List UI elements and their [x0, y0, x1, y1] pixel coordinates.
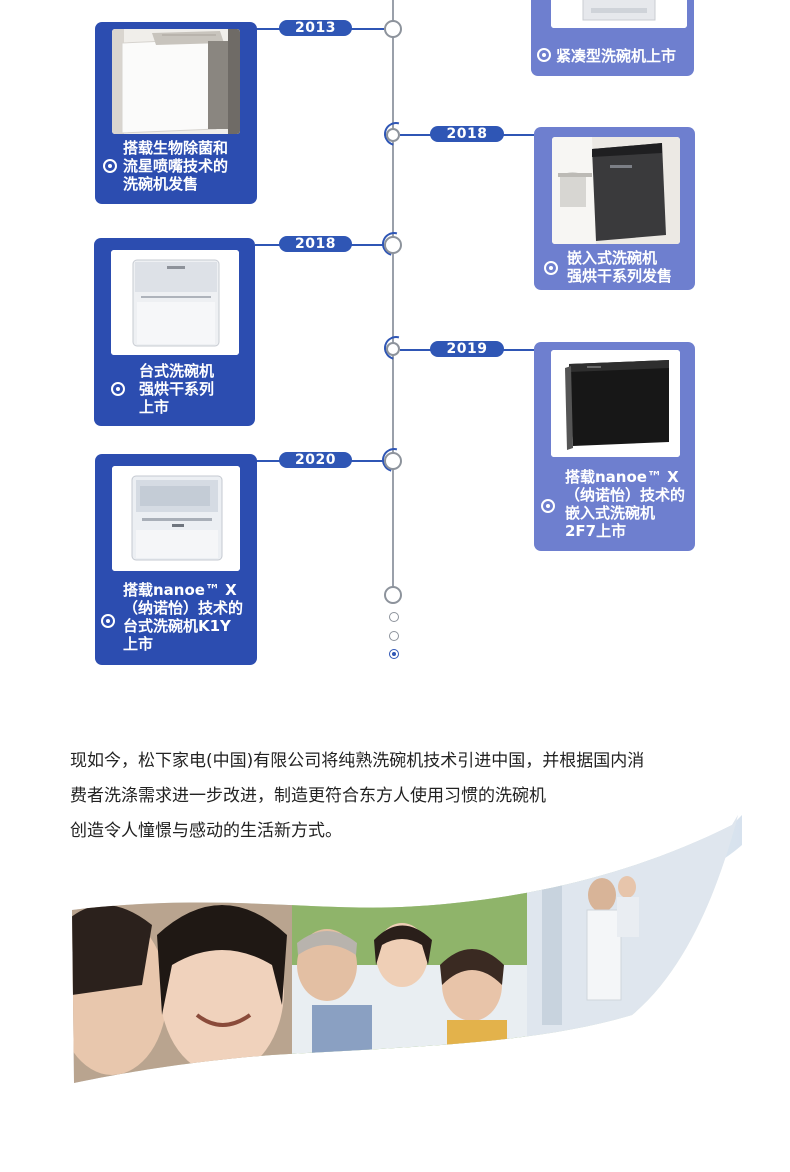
- year-badge-2018-left: 2018: [279, 236, 352, 252]
- card-text-line: 搭载nanoe™ X: [123, 581, 237, 599]
- card-desktop-nanoe-dishwasher: 搭载nanoe™ X （纳诺怡）技术的 台式洗碗机K1Y 上市: [95, 454, 257, 665]
- card-text-line: （纳诺怡）技术的: [123, 599, 244, 617]
- card-desktop-dry-dishwasher: 台式洗碗机 强烘干系列 上市: [94, 238, 255, 426]
- year-badge-2019: 2019: [430, 341, 504, 357]
- target-bullet-icon: [101, 614, 115, 628]
- compact-dishwasher-image: [551, 0, 687, 28]
- card-text-line: （纳诺怡）技术的: [565, 486, 686, 504]
- card-text-line: 紧凑型洗碗机上市: [556, 47, 677, 65]
- intro-paragraph: 现如今，松下家电(中国)有限公司将纯熟洗碗机技术引进中国，并根据国内消 费者洗涤…: [70, 744, 644, 849]
- card-text-line: 嵌入式洗碗机: [567, 249, 658, 267]
- target-bullet-icon: [103, 159, 117, 173]
- card-builtin-dry-dishwasher: 嵌入式洗碗机 强烘干系列发售: [534, 127, 695, 290]
- card-text-line: 强烘干系列发售: [567, 267, 673, 285]
- card-builtin-nanoe-dishwasher: 搭载nanoe™ X （纳诺怡）技术的 嵌入式洗碗机 2F7上市: [534, 342, 695, 551]
- intro-line: 现如今，松下家电(中国)有限公司将纯熟洗碗机技术引进中国，并根据国内消: [70, 751, 645, 771]
- timeline-end-node: [384, 586, 402, 604]
- card-text-line: 2F7上市: [565, 522, 627, 540]
- pagination-dot[interactable]: [389, 612, 399, 622]
- year-badge-2013: 2013: [279, 20, 352, 36]
- timeline-node-2018-left: [384, 236, 402, 254]
- card-text-line: 强烘干系列: [139, 380, 215, 398]
- card-text-line: 台式洗碗机K1Y: [123, 617, 231, 635]
- card-text-line: 流星喷嘴技术的: [123, 157, 229, 175]
- builtin-black-dishwasher-image: [552, 137, 680, 244]
- card-text-line: 嵌入式洗碗机: [565, 504, 656, 522]
- timeline-node-2013: [384, 20, 402, 38]
- card-compact-dishwasher: 紧凑型洗碗机上市: [531, 0, 694, 76]
- builtin-drawer-dishwasher-image: [112, 29, 240, 134]
- card-text-line: 搭载nanoe™ X: [565, 468, 679, 486]
- desktop-dishwasher-image: [111, 250, 239, 355]
- intro-line: 费者洗涤需求进一步改进，制造更符合东方人使用习惯的洗碗机: [70, 786, 546, 806]
- target-bullet-icon: [541, 499, 555, 513]
- card-text-line: 上市: [123, 635, 154, 653]
- target-bullet-icon: [544, 261, 558, 275]
- intro-line: 创造令人憧憬与感动的生活新方式。: [70, 821, 342, 841]
- pagination-dot-active[interactable]: [389, 649, 399, 659]
- card-text-line: 台式洗碗机: [139, 362, 215, 380]
- timeline-spine: [392, 0, 394, 597]
- card-text-line: 洗碗机发售: [123, 175, 199, 193]
- timeline-node-2018-right: [386, 128, 400, 142]
- pagination-dot[interactable]: [389, 631, 399, 641]
- card-text-line: 搭载生物除菌和: [123, 139, 229, 157]
- timeline-node-2019: [386, 342, 400, 356]
- card-text-line: 上市: [139, 398, 170, 416]
- target-bullet-icon: [537, 48, 551, 62]
- target-bullet-icon: [111, 382, 125, 396]
- timeline-node-2020: [384, 452, 402, 470]
- desktop-nanoe-dishwasher-image: [112, 466, 240, 571]
- card-bio-dishwasher: 搭载生物除菌和 流星喷嘴技术的 洗碗机发售: [95, 22, 257, 204]
- year-badge-2018-right: 2018: [430, 126, 504, 142]
- family-photo-banner: [72, 815, 742, 1083]
- builtin-nanoe-dishwasher-image: [551, 350, 680, 457]
- year-badge-2020: 2020: [279, 452, 352, 468]
